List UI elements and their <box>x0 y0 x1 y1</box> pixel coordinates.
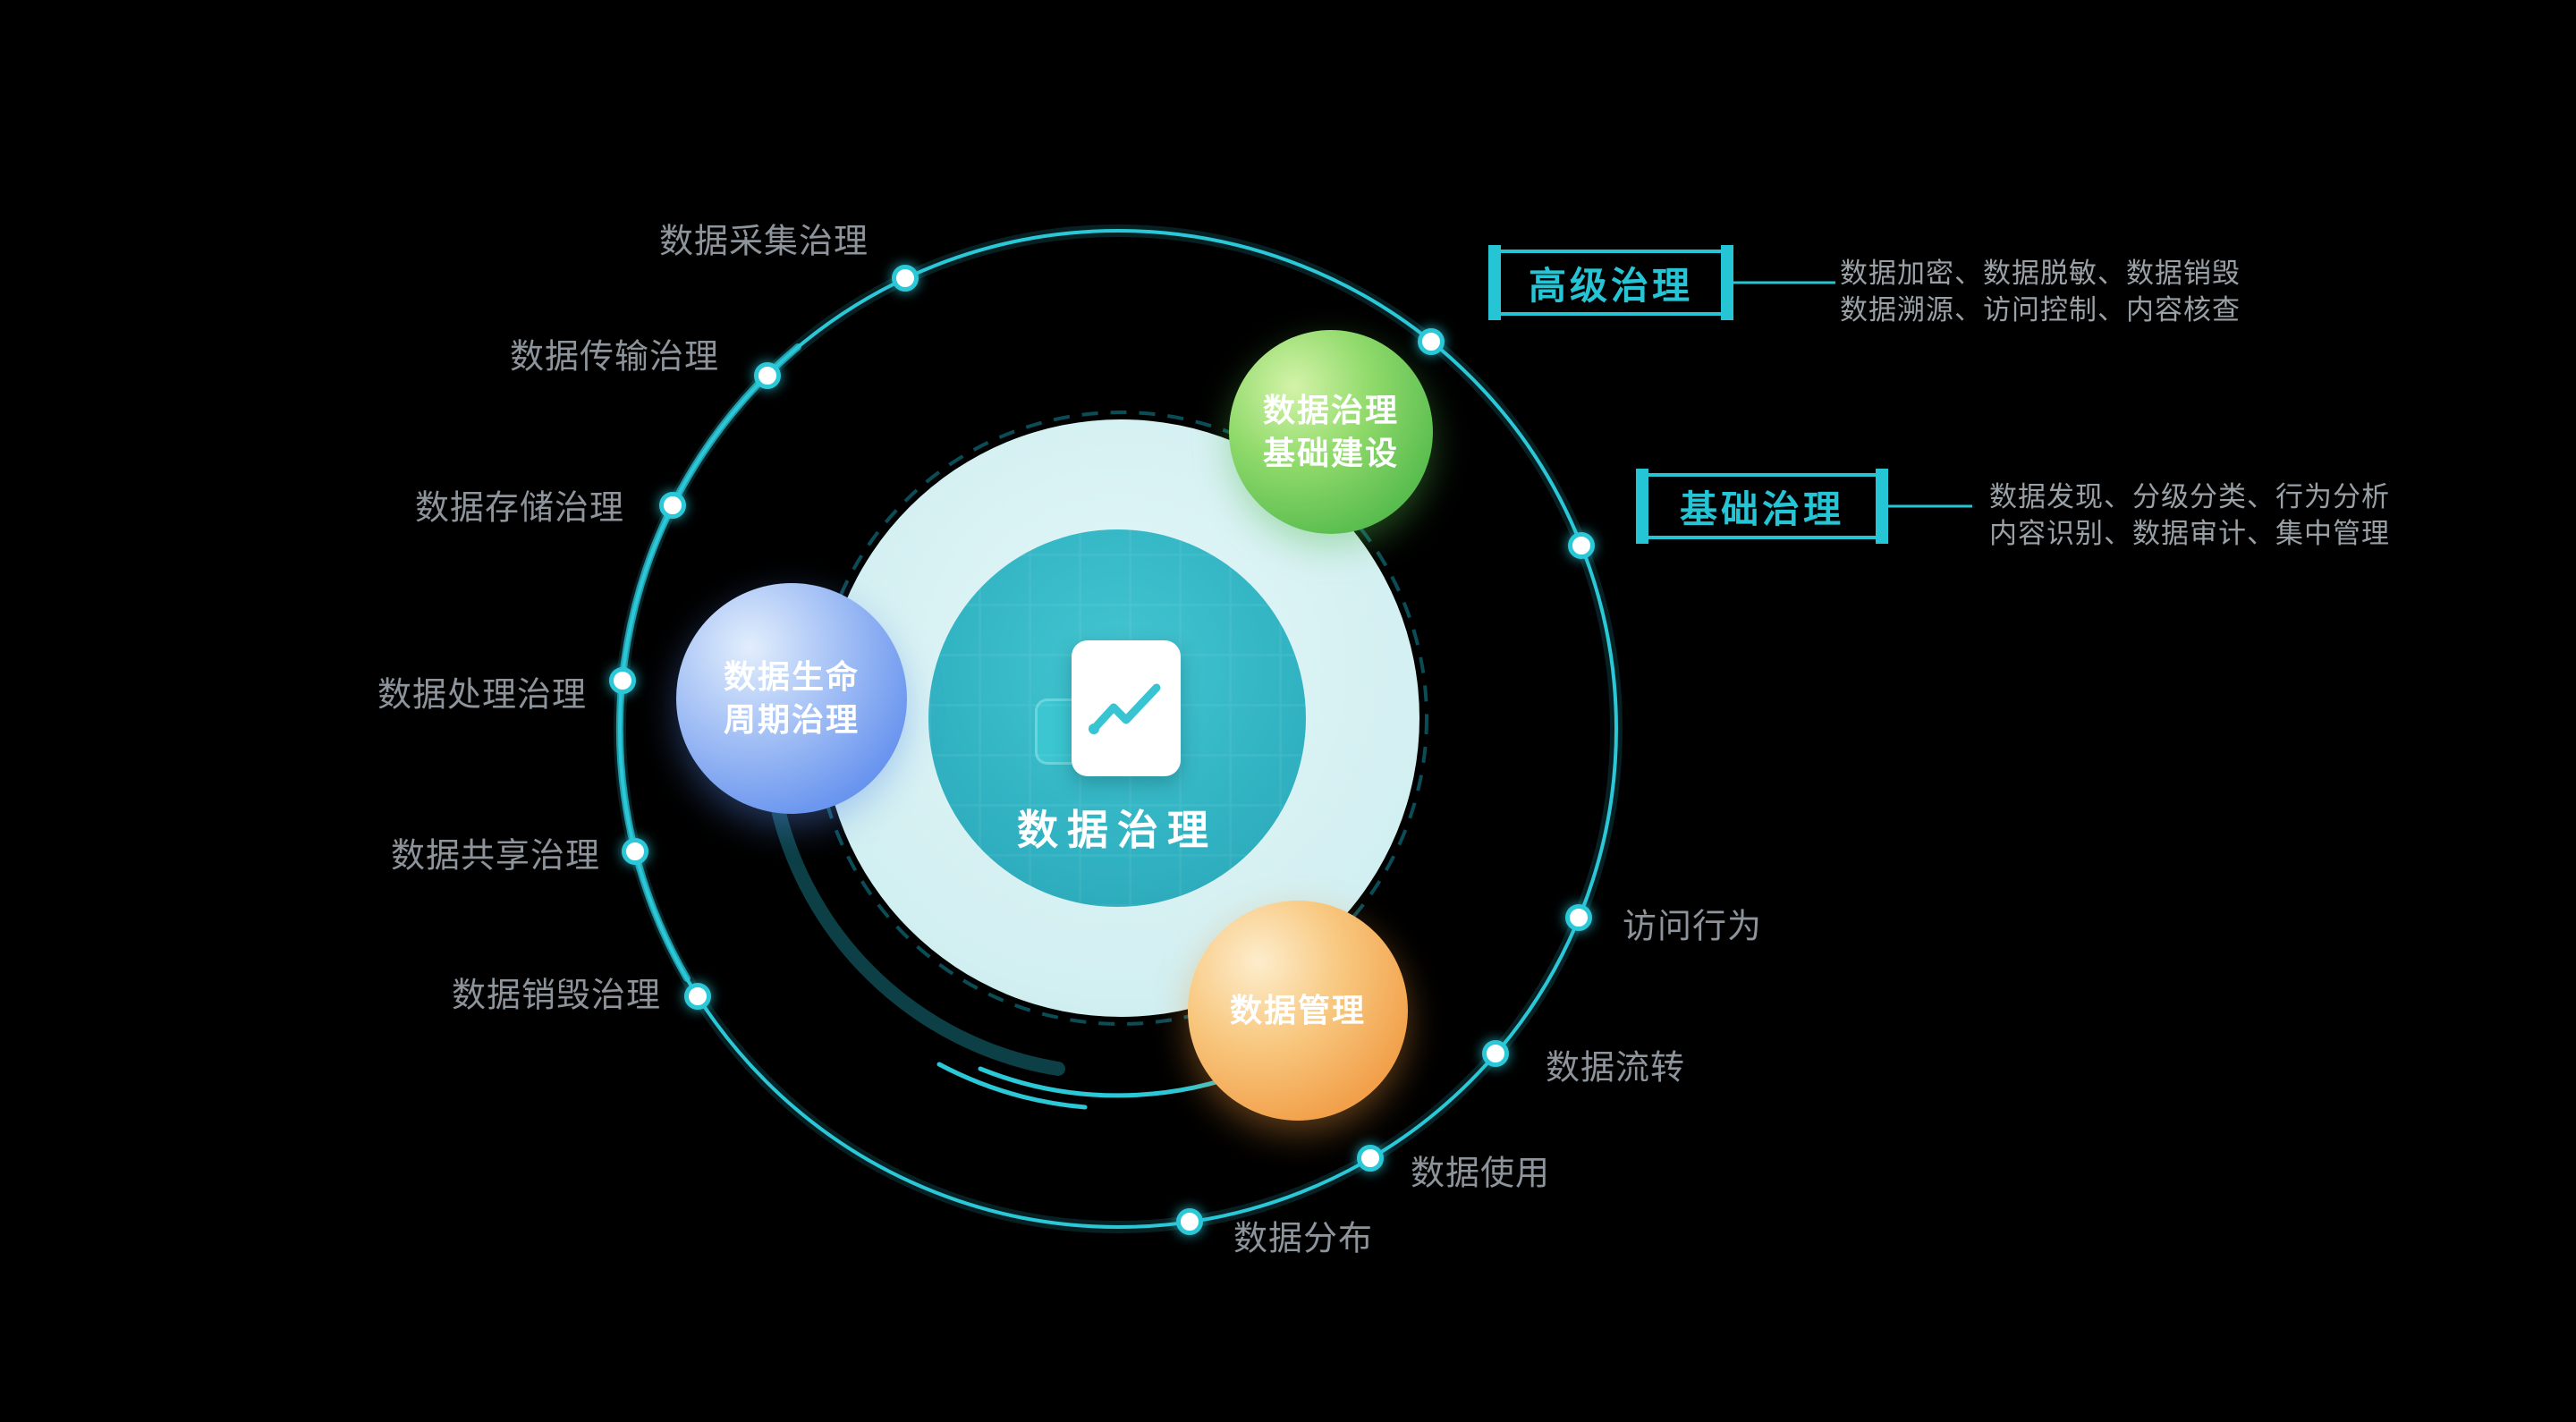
sphere-label-line: 数据管理 <box>1229 992 1366 1029</box>
ring-node-dot <box>892 265 919 292</box>
ring-node-dot <box>1418 328 1445 355</box>
ring-label-data-transmission: 数据传输治理 <box>509 338 720 377</box>
ring-label-data-sharing: 数据共享治理 <box>390 837 601 876</box>
callout-frame-basic-governance: 基础治理 <box>1636 469 1888 544</box>
ring-label-data-processing: 数据处理治理 <box>377 676 588 715</box>
ring-node-dot <box>754 362 781 389</box>
core-title: 数据治理 <box>1017 807 1217 853</box>
callout-desc-line: 数据加密、数据脱敏、数据销毁 <box>1840 258 2241 289</box>
ring-label-data-distribution: 数据分布 <box>1233 1220 1374 1258</box>
ring-node-dot <box>1565 904 1592 931</box>
sphere-label-line: 数据治理 <box>1262 392 1399 429</box>
sphere-label-line: 基础建设 <box>1262 435 1399 471</box>
callout-desc-advanced-governance: 数据加密、数据脱敏、数据销毁 数据溯源、访问控制、内容核查 <box>1840 255 2241 328</box>
callout-desc-line: 数据溯源、访问控制、内容核查 <box>1840 294 2241 326</box>
ring-node-dot <box>1357 1145 1384 1172</box>
ring-node-dot <box>659 492 686 519</box>
callout-desc-line: 内容识别、数据审计、集中管理 <box>1989 518 2390 549</box>
ring-label-data-destruction: 数据销毁治理 <box>451 977 662 1015</box>
ring-label-data-collection: 数据采集治理 <box>658 223 869 261</box>
ring-label-data-storage: 数据存储治理 <box>414 489 625 528</box>
trend-line-icon <box>1089 683 1161 734</box>
sphere-governance-infrastructure: 数据治理 基础建设 <box>1229 330 1433 534</box>
callout-desc-line: 数据发现、分级分类、行为分析 <box>1989 481 2390 512</box>
sphere-data-management: 数据管理 <box>1188 901 1408 1121</box>
sphere-label-line: 数据生命 <box>723 658 860 696</box>
ring-label-access-behavior: 访问行为 <box>1622 908 1763 946</box>
ring-node-dot <box>622 838 648 865</box>
ring-label-data-usage: 数据使用 <box>1410 1155 1551 1193</box>
callout-title: 高级治理 <box>1528 264 1693 307</box>
dark-decor-arc <box>767 782 1065 1076</box>
ring-node-dot <box>1482 1040 1509 1067</box>
bottom-decor-arc-2 <box>936 1062 1088 1110</box>
ring-node-dot <box>609 667 636 694</box>
sphere-data-lifecycle: 数据生命 周期治理 <box>676 583 907 814</box>
callout-desc-basic-governance: 数据发现、分级分类、行为分析 内容识别、数据审计、集中管理 <box>1989 478 2390 552</box>
callout-frame-advanced-governance: 高级治理 <box>1488 245 1733 320</box>
orbit-left-arc <box>615 343 801 982</box>
ring-node-dot <box>1176 1208 1203 1235</box>
ring-label-data-flow: 数据流转 <box>1545 1049 1686 1088</box>
ring-node-dot <box>684 983 711 1010</box>
callout-title: 基础治理 <box>1679 487 1844 530</box>
ring-node-dot <box>1568 532 1595 559</box>
trend-chart-document-icon <box>1072 640 1181 776</box>
core-circle: 数据治理 <box>928 529 1306 907</box>
sphere-label-line: 周期治理 <box>723 701 860 738</box>
